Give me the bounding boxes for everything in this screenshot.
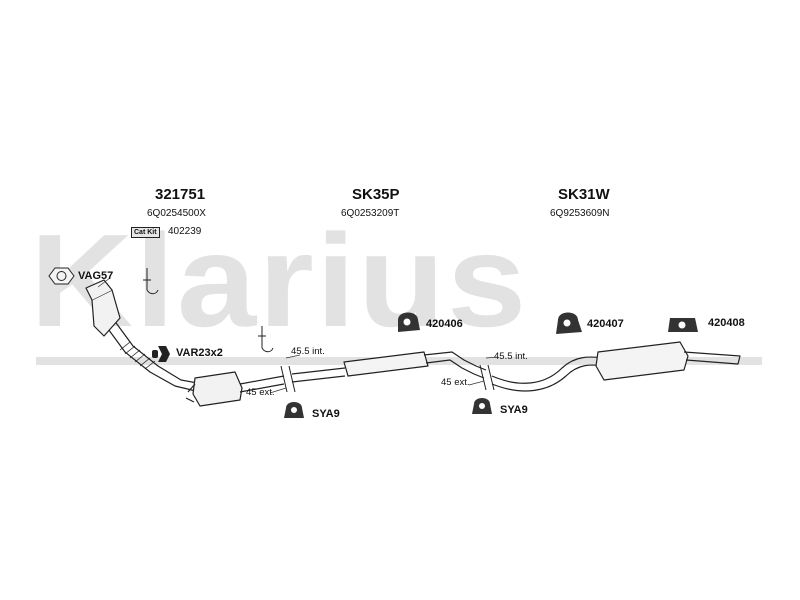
sya-clamp-icon-2	[472, 398, 492, 414]
cat-oem-number: 6Q0254500X	[147, 208, 206, 219]
dimension-ext-1: 45 ext.	[246, 387, 275, 398]
mount-label-1: 420406	[426, 318, 463, 330]
catalyst-body	[192, 371, 243, 407]
pipe-to-joint-1	[239, 375, 285, 393]
clamp-icon	[152, 346, 170, 362]
sya-clamp-icon-1	[284, 402, 304, 418]
dimension-int-1: 45.5 int.	[291, 346, 325, 357]
lambda-sensor-1	[143, 268, 159, 295]
mount-label-3: 420408	[708, 317, 745, 329]
middle-silencer	[343, 351, 429, 377]
cat-part-number: 321751	[155, 186, 206, 203]
sya-clamp-label-1: SYA9	[312, 408, 340, 420]
dimension-int-2: 45.5 int.	[494, 351, 528, 362]
rubber-mount-icon-1	[398, 312, 420, 332]
rear-pipe	[491, 356, 607, 392]
dimension-ext-2: 45 ext.	[441, 377, 470, 388]
middle-part-number: SK35P	[352, 186, 400, 203]
sya-clamp-label-2: SYA9	[500, 404, 528, 416]
rear-part-number: SK31W	[558, 186, 610, 203]
tail-pipe	[683, 351, 741, 365]
clamp-label: VAR23x2	[176, 347, 223, 359]
gasket-icon	[48, 267, 75, 285]
joint-1	[280, 365, 296, 393]
catkit-badge: Cat Kit	[131, 227, 160, 238]
catkit-number: 402239	[168, 226, 202, 237]
rubber-mount-icon-3	[668, 318, 698, 332]
rear-silencer	[595, 341, 689, 381]
front-downpipe	[102, 321, 201, 393]
flex-joint	[119, 341, 156, 370]
rubber-mount-icon-2	[556, 312, 582, 334]
lambda-sensor-2	[258, 326, 274, 353]
mount-label-2: 420407	[587, 318, 624, 330]
rear-oem-number: 6Q9253609N	[550, 208, 610, 219]
joint-2	[479, 364, 495, 391]
gasket-label: VAG57	[78, 270, 114, 282]
middle-oem-number: 6Q0253209T	[341, 208, 400, 219]
